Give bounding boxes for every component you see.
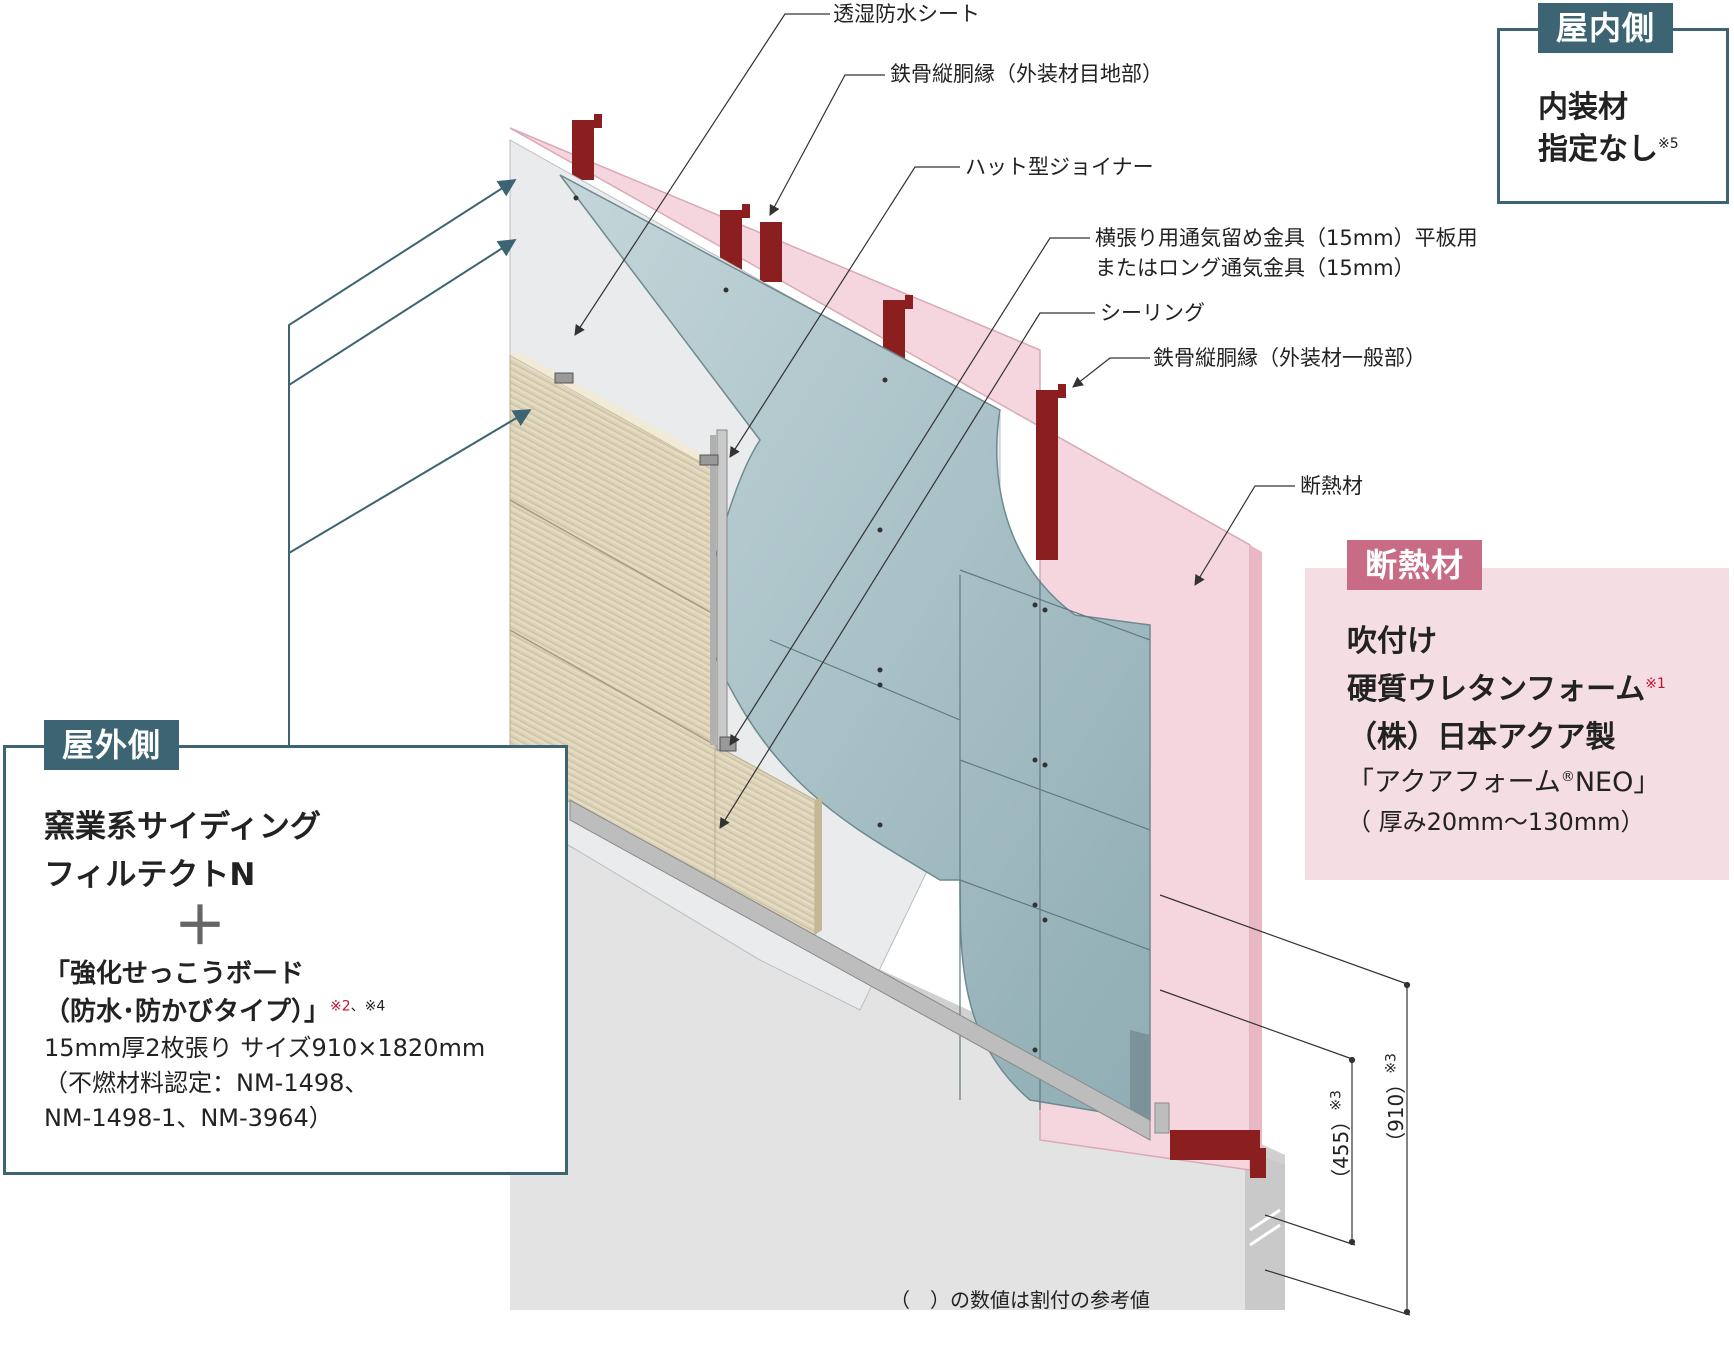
outdoor-note-2: ※2 (330, 998, 351, 1015)
dimension-label-455: （455）※3 (1325, 1090, 1354, 1189)
dim-910-value: （910） (1383, 1073, 1408, 1152)
insulation-registered: ® (1560, 769, 1575, 785)
callout-vent-bracket-2: またはロング通気金具（15mm） (1095, 256, 1415, 280)
insulation-line-4a: 「アクアフォーム (1347, 767, 1561, 798)
outdoor-line-2: フィルテクトN (44, 857, 256, 893)
indoor-tag: 屋内側 (1538, 3, 1674, 53)
outdoor-line-4: （防水･防かびタイプ）」 (44, 997, 331, 1027)
steel-studs (572, 114, 1266, 1178)
dim-455-value: （455） (1328, 1110, 1353, 1189)
dimension-label-910: （910）※3 (1380, 1053, 1409, 1152)
indoor-note: ※5 (1658, 136, 1679, 152)
insulation-note-1: ※1 (1645, 676, 1666, 692)
indoor-box: 屋内側 内装材 指定なし※5 (1497, 3, 1729, 204)
callout-steel-furring-general: 鉄骨縦胴縁（外装材一般部） (1153, 346, 1426, 370)
outdoor-pointer-lines (288, 179, 532, 745)
outdoor-box: 屋外側 窯業系サイディング フィルテクトN ＋ 「強化せっこうボード （防水･防… (3, 720, 568, 1175)
outdoor-plus: ＋ (174, 897, 227, 957)
insulation-line-4b: NEO」 (1574, 767, 1661, 798)
callout-vent-bracket-1: 横張り用通気留め金具（15mm）平板用 (1095, 226, 1478, 250)
insulation-line-5: （ 厚み20mm〜130mm） (1347, 808, 1645, 836)
insulation-line-1: 吹付け (1347, 624, 1437, 659)
callout-steel-furring-joint: 鉄骨縦胴縁（外装材目地部） (890, 62, 1163, 86)
callout-sealing: シーリング (1100, 301, 1205, 325)
callout-insulation: 断熱材 (1300, 474, 1363, 498)
outdoor-line-3: 「強化せっこうボード (44, 959, 305, 989)
footnote: （ ）の数値は割付の参考値 (890, 1288, 1150, 1312)
dim-455-note: ※3 (1328, 1090, 1345, 1111)
insulation-line-2: 硬質ウレタンフォーム (1347, 672, 1646, 707)
outdoor-note-4: ※4 (364, 998, 386, 1015)
callout-leaders (574, 13, 1295, 829)
outdoor-line-7: NM-1498-1、NM-3964） (44, 1104, 333, 1132)
insulation-box: 断熱材 吹付け 硬質ウレタンフォーム※1 （株）日本アクア製 「アクアフォーム®… (1305, 540, 1729, 880)
insulation-tag: 断熱材 (1347, 540, 1483, 590)
outdoor-note-sep: 、 (350, 998, 365, 1015)
indoor-line-1: 内装材 (1538, 90, 1628, 125)
callout-waterproof-sheet: 透湿防水シート (833, 2, 980, 26)
outdoor-line-5: 15mm厚2枚張り サイズ910×1820mm (44, 1034, 486, 1062)
insulation-line-3: （株）日本アクア製 (1347, 720, 1616, 755)
outdoor-tag: 屋外側 (44, 720, 180, 770)
dim-910-note: ※3 (1383, 1053, 1400, 1074)
outdoor-line-6: （不燃材料認定：NM-1498、 (44, 1069, 369, 1097)
outdoor-line-1: 窯業系サイディング (44, 809, 321, 845)
indoor-line-2: 指定なし (1538, 132, 1658, 167)
dimension-lines (1159, 894, 1411, 1316)
callout-hat-joiner: ハット型ジョイナー (965, 155, 1154, 179)
